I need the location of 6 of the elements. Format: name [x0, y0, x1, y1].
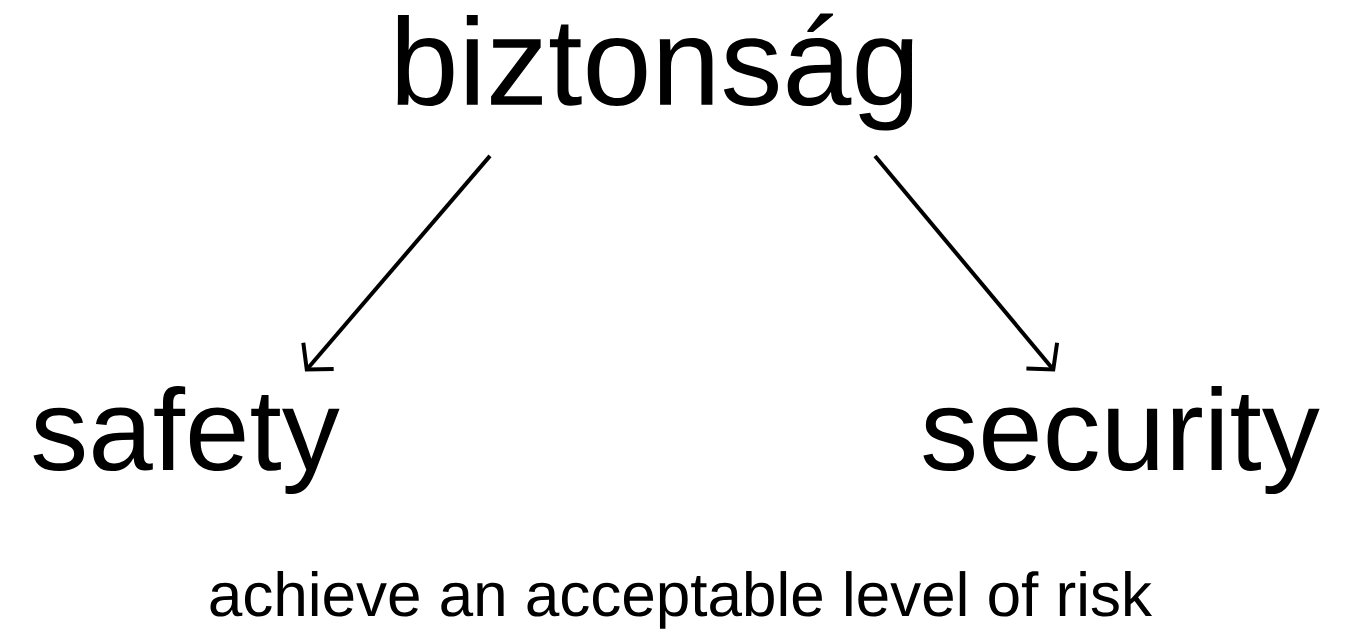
arrow	[301, 154, 492, 372]
word: biztonság	[397, 13, 913, 131]
word: safety	[33, 386, 340, 494]
word: security	[923, 385, 1320, 495]
note-text: achieve an acceptable level of risk	[210, 571, 1153, 629]
arrow	[873, 154, 1060, 372]
